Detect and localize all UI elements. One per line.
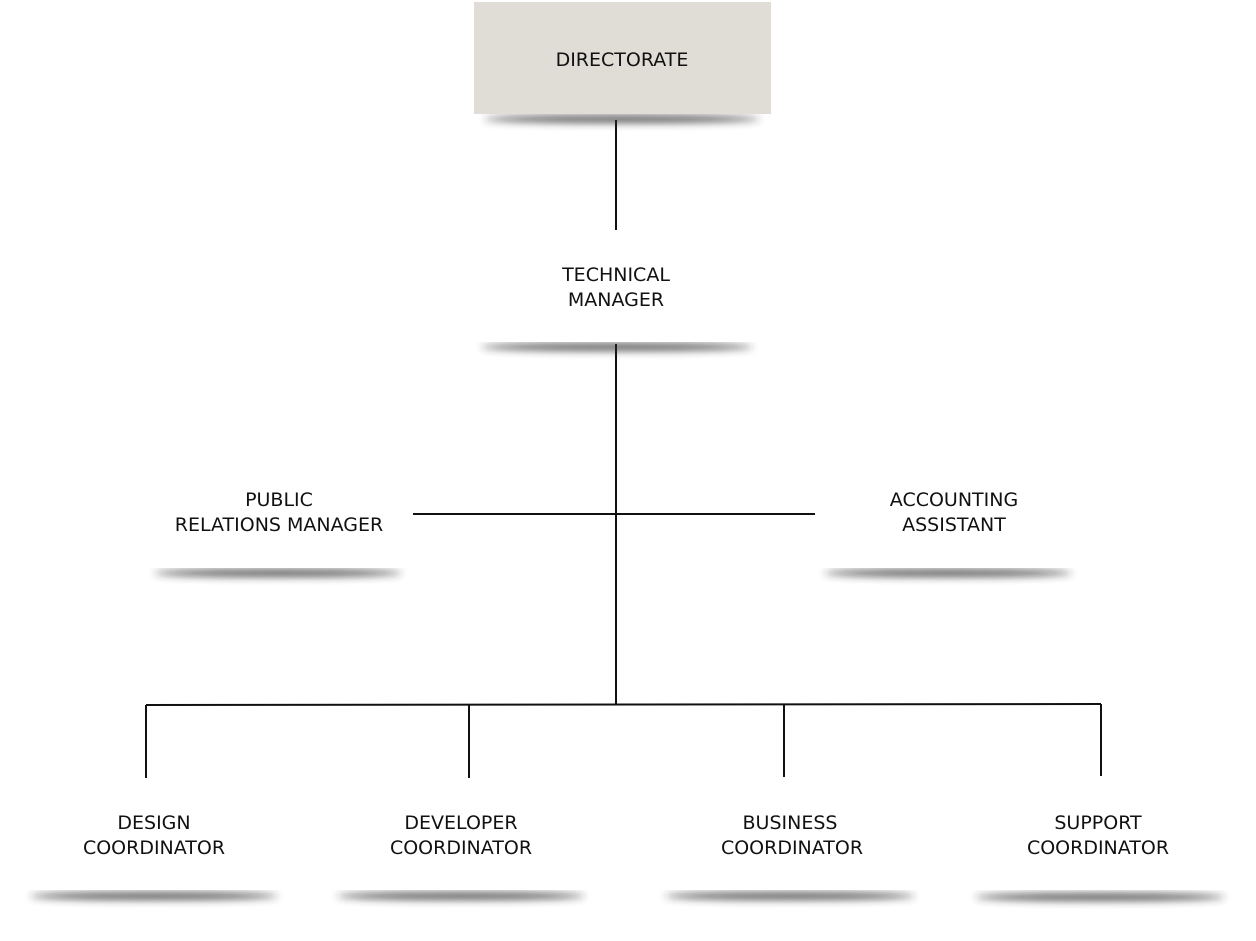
node-accounting-assistant: ACCOUNTING ASSISTANT: [820, 460, 1078, 577]
node-label: COORDINATOR: [721, 837, 863, 859]
node-shadow: [154, 569, 402, 577]
node-label: TECHNICAL: [561, 264, 670, 286]
node-support-coordinator: SUPPORT COORDINATOR: [972, 782, 1228, 901]
node-developer-coordinator: DEVELOPER COORDINATOR: [333, 782, 589, 900]
node-directorate: DIRECTORATE: [474, 2, 771, 123]
node-label: SUPPORT: [1054, 812, 1142, 834]
node-business-coordinator: BUSINESS COORDINATOR: [662, 782, 918, 900]
node-box: [820, 460, 1078, 568]
node-label: DEVELOPER: [404, 812, 517, 834]
node-box: [26, 782, 282, 890]
node-label: MANAGER: [568, 289, 664, 311]
node-technical-manager: TECHNICAL MANAGER: [474, 232, 759, 351]
node-box: [474, 2, 771, 114]
node-shadow: [975, 893, 1225, 901]
node-shadow: [484, 115, 760, 123]
node-label: COORDINATOR: [390, 837, 532, 859]
node-label: DIRECTORATE: [556, 49, 689, 71]
node-public-relations-manager: PUBLIC RELATIONS MANAGER: [150, 460, 408, 577]
node-shadow: [824, 569, 1072, 577]
node-box: [150, 460, 408, 568]
node-box: [972, 782, 1228, 890]
node-label: DESIGN: [117, 812, 190, 834]
node-box: [333, 782, 589, 890]
node-box: [474, 232, 759, 342]
node-label: ASSISTANT: [902, 514, 1006, 536]
connectors: [145, 120, 1102, 778]
node-label: ACCOUNTING: [890, 489, 1018, 511]
node-shadow: [30, 892, 278, 900]
connector-coordinators-bar: [145, 703, 1102, 706]
node-shadow: [481, 343, 753, 351]
node-shadow: [665, 892, 915, 900]
node-box: [662, 782, 918, 890]
node-label: COORDINATOR: [83, 837, 225, 859]
node-label: PUBLIC: [245, 489, 313, 511]
node-design-coordinator: DESIGN COORDINATOR: [26, 782, 282, 900]
node-shadow: [337, 892, 585, 900]
node-label: COORDINATOR: [1027, 837, 1169, 859]
node-label: RELATIONS MANAGER: [175, 514, 383, 536]
node-label: BUSINESS: [743, 812, 838, 834]
